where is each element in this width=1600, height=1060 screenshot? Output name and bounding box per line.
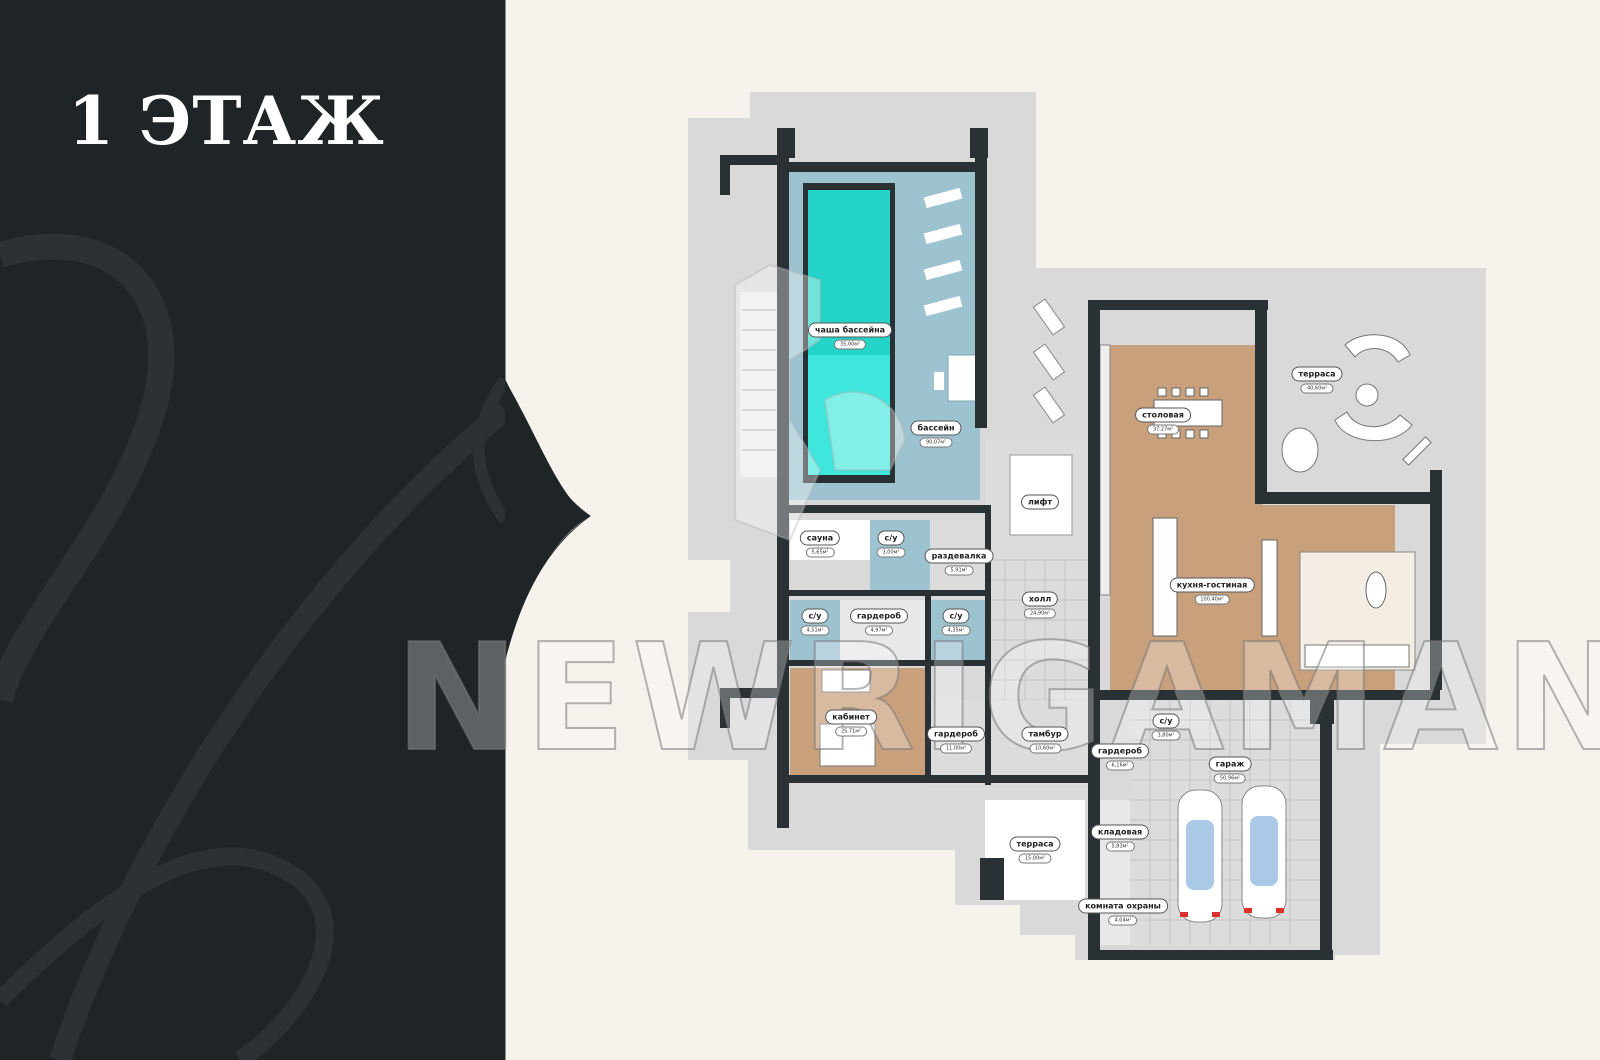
floor-plan: [505, 0, 1486, 1060]
decorative-swirl: [0, 233, 505, 1060]
panel-notch: [505, 380, 590, 660]
left-panel: 1 ЭТАЖ: [0, 0, 505, 1060]
garage-cars: [1177, 785, 1287, 923]
floor-title: 1 ЭТАЖ: [68, 82, 385, 160]
